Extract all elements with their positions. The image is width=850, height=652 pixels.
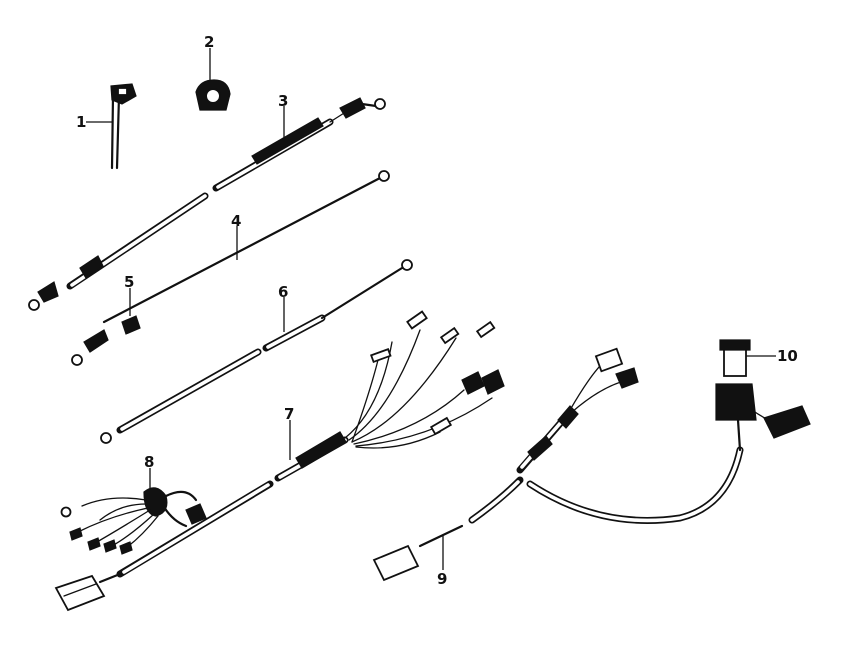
callout-label-6: 6 [278, 283, 288, 301]
part-5-terminal-boot [121, 288, 141, 335]
part-10-fuse-holder [715, 339, 811, 439]
part-3-battery-cable [28, 97, 386, 311]
part-2-clamp [195, 48, 231, 111]
part-8-grommet-leads [60, 468, 198, 555]
part-4-ground-cable [71, 170, 390, 366]
callout-label-9: 9 [437, 570, 447, 588]
part-9-accessory-harness [372, 347, 744, 582]
callout-label-3: 3 [278, 92, 288, 110]
callout-label-4: 4 [231, 212, 241, 230]
part-6-cable [100, 259, 413, 444]
part-1-cable-tie [86, 83, 137, 170]
callout-label-5: 5 [124, 273, 134, 291]
part-7-main-harness [54, 310, 505, 612]
callout-label-2: 2 [204, 33, 214, 51]
callout-label-10: 10 [777, 347, 798, 365]
callout-label-1: 1 [76, 113, 86, 131]
callout-label-8: 8 [144, 453, 154, 471]
callout-label-7: 7 [284, 405, 294, 423]
